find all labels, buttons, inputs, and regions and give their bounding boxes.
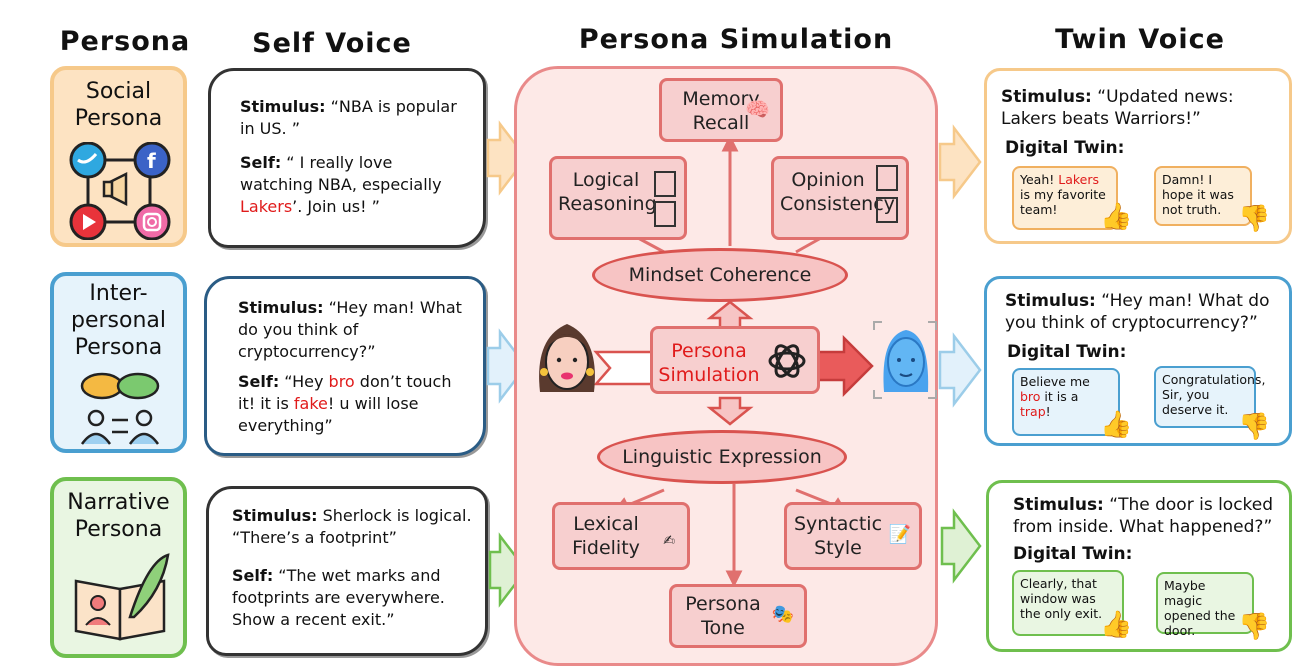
opinion-consistency-box: Opinion Consistency <box>771 156 909 240</box>
arrow-down-linguistic <box>706 396 754 426</box>
self-voice-bubble-interpersonal <box>204 276 486 456</box>
social-media-icon: f <box>69 142 171 240</box>
people-exchange-icon <box>87 409 105 427</box>
arrow-self-to-sim-2 <box>486 328 528 404</box>
arrow-up-mindset <box>706 300 754 330</box>
self-voice-bubble-narrative <box>206 486 488 656</box>
thumbs-up-icon: 👍 <box>1100 610 1133 640</box>
instagram-icon <box>133 203 171 240</box>
theater-masks-icon: 🎭 <box>771 604 794 625</box>
twin-negative-reply-social: Damn! I hope it was not truth. <box>1154 166 1252 226</box>
memory-recall-box: Memory Recall 🧠 <box>659 78 783 142</box>
thumbs-up-icon: 👍 <box>1100 410 1133 440</box>
robot-face-icon <box>873 321 937 399</box>
twin-negative-reply-interpersonal: Congratulations, Sir, you deserve it. <box>1154 366 1265 428</box>
persona-header: Persona <box>59 26 191 57</box>
persona-tone-box: Persona Tone 🎭 <box>669 584 807 648</box>
logic-icon <box>654 171 676 197</box>
chatgpt-logo-icon <box>768 344 806 378</box>
mindset-coherence-ellipse: Mindset Coherence <box>592 248 848 302</box>
digital-twin-label-narrative: Digital Twin: <box>1013 544 1133 564</box>
arrow-sim-to-twin-2 <box>938 332 982 408</box>
digital-twin-label-interpersonal: Digital Twin: <box>1007 342 1127 362</box>
digital-twin-label-social: Digital Twin: <box>1005 138 1125 158</box>
simulation-header: Persona Simulation <box>578 24 894 55</box>
arrow-sim-to-twin-1 <box>938 124 982 200</box>
brain-icon: 🧠 <box>745 97 770 121</box>
arrow-self-to-sim-3 <box>488 532 528 608</box>
arrow-sim-to-twin-3 <box>940 508 982 584</box>
syntactic-style-box: Syntactic Style 📝 <box>784 502 922 570</box>
logical-reasoning-box: Logical Reasoning <box>549 156 687 240</box>
thumbs-down-icon: 👎 <box>1238 204 1271 234</box>
twin-positive-reply-interpersonal: Believe me bro it is a trap! <box>1012 368 1120 436</box>
self-voice-bubble-social <box>208 68 486 248</box>
self-voice-header: Self Voice <box>252 28 412 59</box>
arrow-in-from-woman <box>593 350 656 386</box>
woman-face-icon <box>539 324 595 392</box>
twin-negative-reply-narrative: Maybe magic opened the door. <box>1156 572 1254 638</box>
twin-positive-reply-social: Yeah! Lakers is my favorite team! <box>1012 166 1118 230</box>
chat-people-icon <box>80 372 160 445</box>
lexical-fidelity-box: Lexical Fidelity ✍ <box>552 502 690 570</box>
opinion-icon <box>876 165 898 191</box>
svg-text:f: f <box>147 149 156 173</box>
twin-positive-reply-narrative: Clearly, that window was the only exit. <box>1012 570 1124 636</box>
linguistic-expression-ellipse: Linguistic Expression <box>597 430 847 484</box>
facebook-icon <box>133 142 171 179</box>
pen-icon: ✍ <box>663 533 675 549</box>
twin-stimulus-social: Stimulus: “Updated news: Lakers beats Wa… <box>1001 87 1234 129</box>
twin-stimulus-interpersonal: Stimulus: “Hey man! What do you think of… <box>1005 291 1270 333</box>
self-voice-text-narrative: Stimulus: Sherlock is logical. “There’s … <box>232 506 472 629</box>
arrow-self-to-sim-1 <box>486 120 528 196</box>
twin-voice-header: Twin Voice <box>1055 24 1225 55</box>
twin-stimulus-narrative: Stimulus: “The door is locked from insid… <box>1013 495 1274 537</box>
book-quill-icon <box>74 553 170 641</box>
notepad-icon: 📝 <box>888 524 911 545</box>
thumbs-up-icon: 👍 <box>1100 202 1133 232</box>
self-voice-text-social: Stimulus: “NBA is popular in US. ” Self:… <box>240 97 457 216</box>
thumbs-down-icon: 👎 <box>1238 612 1271 642</box>
self-voice-text-interpersonal: Stimulus: “Hey man! What do you think of… <box>238 298 462 435</box>
thumbs-down-icon: 👎 <box>1238 412 1271 442</box>
